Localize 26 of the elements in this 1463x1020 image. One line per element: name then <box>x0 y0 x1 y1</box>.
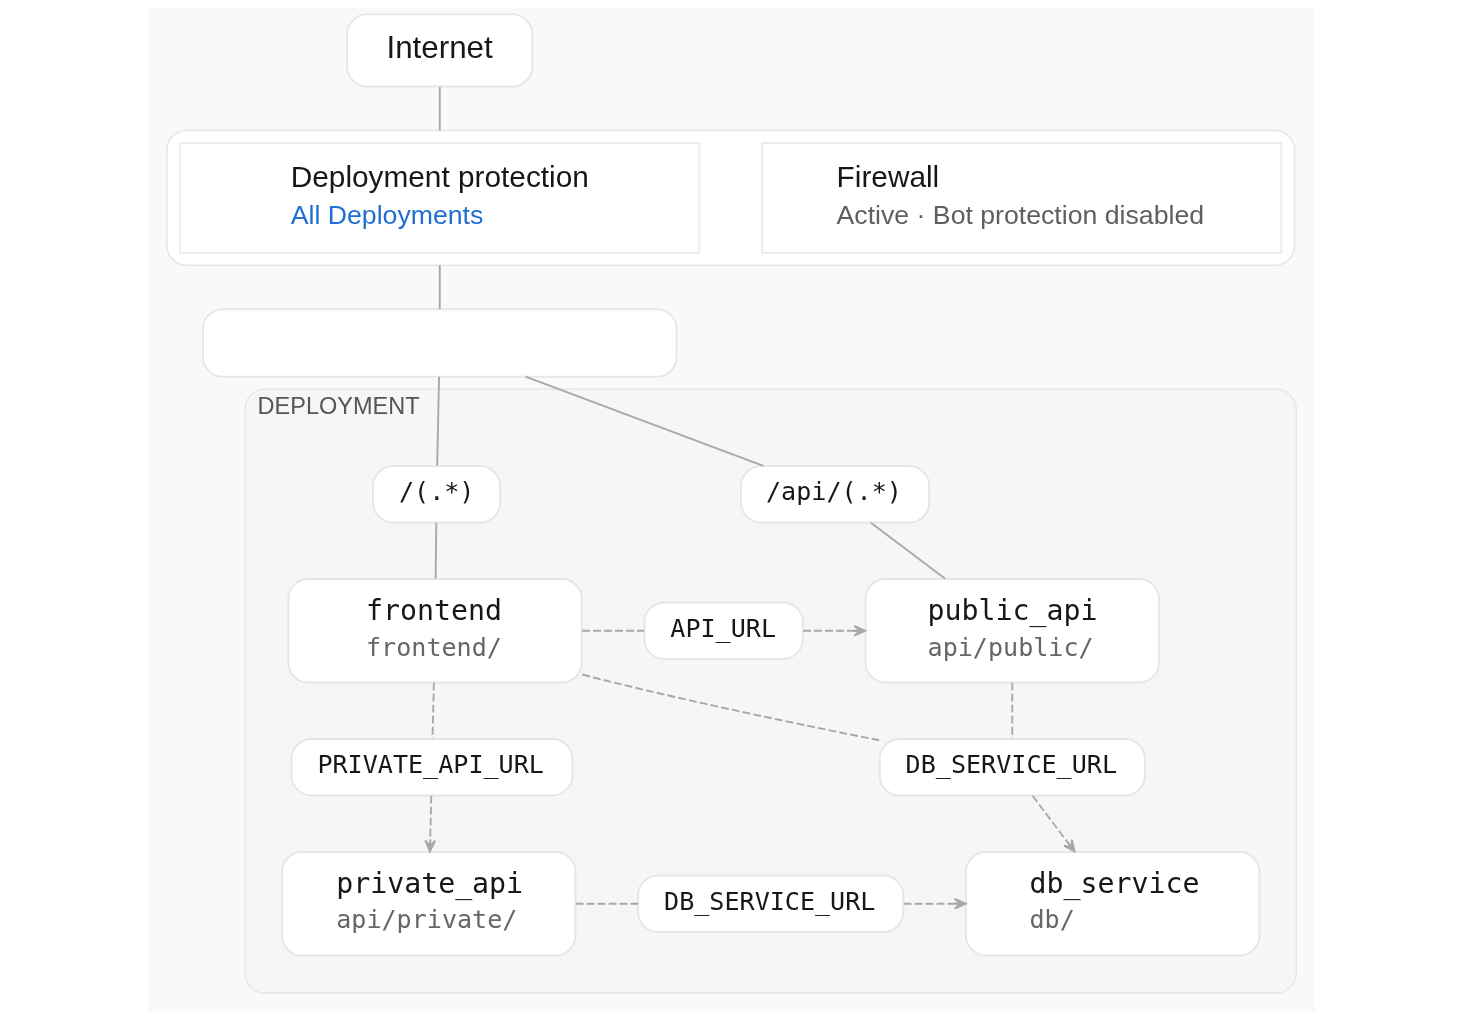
arrow <box>1031 794 1076 853</box>
connector <box>434 521 438 580</box>
node-box: frontend frontend/ <box>287 578 583 684</box>
node-box: /api/(.*) <box>739 465 931 524</box>
connector <box>436 375 440 467</box>
connector <box>438 86 441 132</box>
connector <box>524 375 765 467</box>
node-box: /(.*) <box>372 465 502 524</box>
connector <box>581 629 645 632</box>
connector <box>581 673 881 742</box>
node-box: API_URL <box>643 601 804 660</box>
node-box: db_service db/ <box>965 851 1261 957</box>
connector <box>438 264 441 310</box>
arrow <box>424 794 437 853</box>
arrow <box>902 897 967 910</box>
connector <box>574 902 640 905</box>
arrow <box>802 624 867 637</box>
node-box <box>201 308 678 378</box>
node-box: Internet <box>346 13 534 88</box>
connector <box>869 521 946 580</box>
node-box: private_api api/private/ <box>281 851 577 957</box>
node-box: public_api api/public/ <box>864 578 1160 684</box>
node-box: DB_SERVICE_URL <box>878 738 1146 797</box>
node-box: PRIVATE_API_URL <box>290 738 574 797</box>
cluster <box>166 129 1296 267</box>
node-box: DB_SERVICE_URL <box>637 874 905 933</box>
